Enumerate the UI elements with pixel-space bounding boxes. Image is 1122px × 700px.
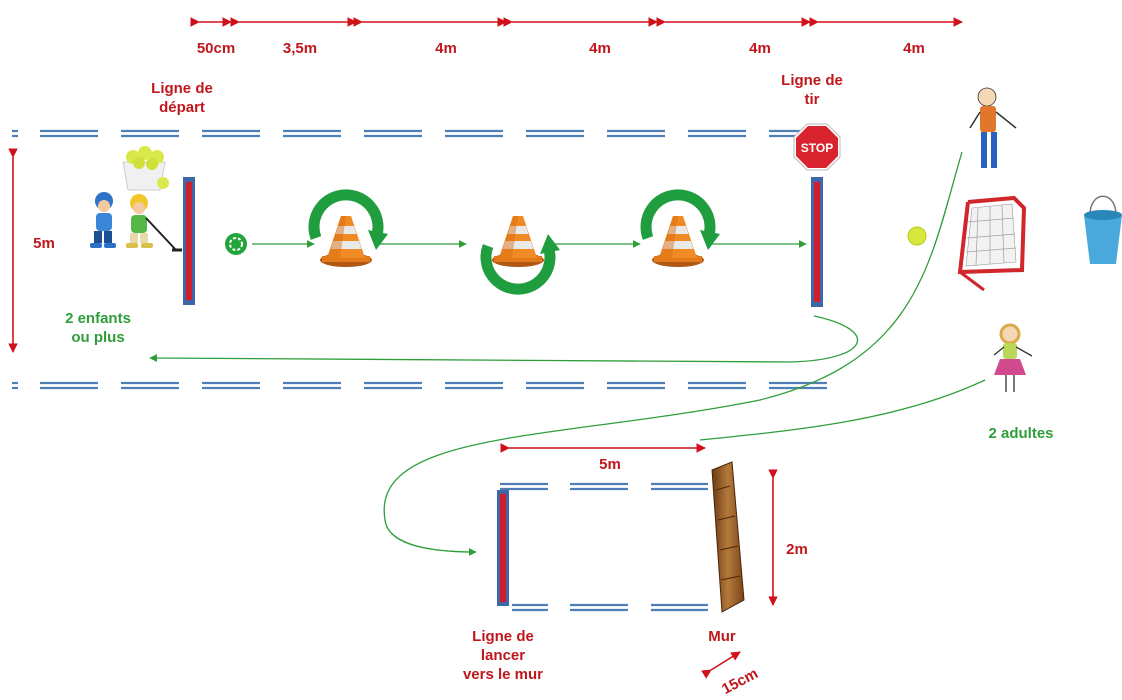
- dim-label-lower-length: 5m: [599, 456, 621, 473]
- dim-label-4m-1: 4m: [435, 40, 457, 57]
- dim-label-width: 5m: [33, 235, 55, 252]
- dimension-arrow-wall-thickness: [701, 651, 741, 679]
- water-bucket-icon: [1084, 195, 1122, 264]
- label-wall: Mur: [708, 628, 736, 645]
- path-arrows: [149, 151, 986, 556]
- goal-net-icon: [957, 195, 1027, 292]
- label-throw-line: Ligne de lancer vers le mur: [462, 628, 544, 683]
- cone-icon-3: [652, 216, 704, 267]
- label-adults: 2 adultes: [988, 425, 1054, 442]
- cone-icon-1: [320, 216, 372, 267]
- start-marker-icon: [225, 233, 247, 255]
- dim-label-4m-2: 4m: [589, 40, 611, 57]
- label-start-line: Ligne de départ: [151, 80, 213, 116]
- stop-sign-text: STOP: [801, 141, 833, 155]
- dim-label-3-5m: 3,5m: [282, 40, 318, 57]
- start-line-bar: [183, 177, 195, 305]
- lower-lane-lines: [500, 482, 708, 612]
- dim-label-4m-3: 4m: [749, 40, 771, 57]
- adult-man-icon: [969, 87, 1017, 168]
- tennis-ball-icon: [907, 226, 927, 246]
- adult-woman-icon: [993, 323, 1033, 392]
- label-shoot-line: Ligne de tir: [781, 72, 843, 108]
- children-skaters-icon: [90, 192, 182, 252]
- label-children: 2 enfants ou plus: [65, 310, 131, 346]
- ball-bucket-icon: [122, 146, 169, 191]
- shoot-line-bar: [811, 177, 823, 307]
- wall-icon: [711, 461, 745, 613]
- dim-label-50cm: 50cm: [196, 40, 236, 57]
- stop-sign-icon: STOP: [793, 123, 841, 171]
- dim-label-4m-4: 4m: [903, 40, 925, 57]
- cone-icon-2: [492, 216, 544, 267]
- dim-label-lower-width: 2m: [786, 541, 808, 558]
- throw-line-bar: [497, 490, 509, 606]
- lane-lines: [12, 129, 827, 390]
